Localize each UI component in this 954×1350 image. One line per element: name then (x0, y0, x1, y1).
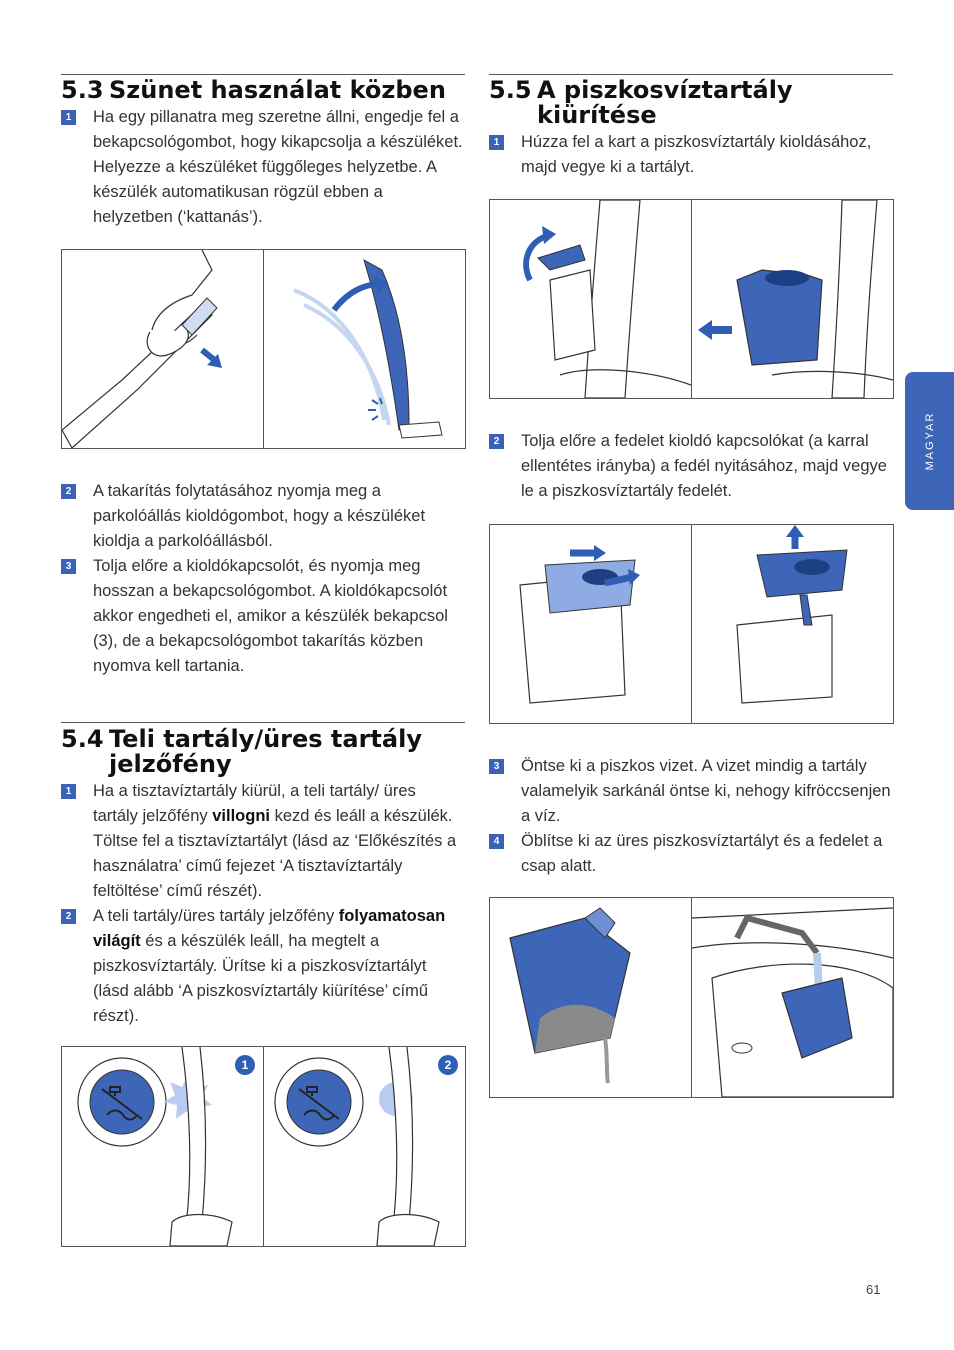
illustration-rinse-under-tap (692, 907, 893, 1097)
figure-panel-remove-tank (691, 200, 893, 398)
step-text: Öblítse ki az üres piszkosvíztartályt és… (521, 832, 883, 875)
figure-panel-upright (263, 250, 465, 448)
section-title-line-2: kiürítése (537, 101, 657, 129)
section-5-4-heading: 5.4 Teli tartály/üres tartály jelzőfény (61, 727, 465, 777)
step-text: A teli tartály/üres tartály jelzőfény fo… (93, 907, 446, 1025)
step-number-badge: 2 (489, 434, 504, 449)
illustration-hand-on-handle (62, 250, 222, 448)
section-title-line-2: jelzőfény (109, 750, 232, 778)
illustration-slide-lid-release (519, 545, 640, 704)
figure-panel-steady-light: 2 (263, 1047, 465, 1246)
figure-panel-pour-water (490, 898, 691, 1097)
step-number-badge: 1 (61, 110, 76, 125)
figure-panel-rinse-tap (691, 898, 893, 1097)
section-number: 5.3 (61, 76, 104, 104)
step-number-badge: 1 (61, 784, 76, 799)
step-number-badge: 4 (489, 834, 504, 849)
step-item: 2 A takarítás folytatásához nyomja meg a… (61, 479, 465, 554)
figure-5-3 (61, 249, 466, 449)
section-5-4: 5.4 Teli tartály/üres tartály jelzőfény … (61, 727, 465, 1029)
section-5-5-rule (489, 74, 893, 75)
figure-5-5-open-lid (489, 524, 894, 724)
section-5-3-heading: 5.3 Szünet használat közben (61, 78, 465, 103)
bold-term: folyamatosan világít (93, 907, 446, 950)
step-item: 3 Öntse ki a piszkos vizet. A vizet mind… (489, 754, 893, 829)
figure-panel-blinking-light: 1 (62, 1047, 263, 1246)
step-item: 2 Tolja előre a fedelet kioldó kapcsolók… (489, 429, 893, 504)
step-text: A takarítás folytatásához nyomja meg a p… (93, 482, 426, 550)
step-text: Tolja előre a fedelet kioldó kapcsolókat… (521, 432, 887, 500)
section-5-3-steps: 2 A takarítás folytatásához nyomja meg a… (61, 479, 465, 679)
figure-5-5-empty-rinse (489, 897, 894, 1098)
step-item: 1 Ha a tisztavíztartály kiürül, a teli t… (61, 779, 465, 904)
step-number-badge: 2 (61, 484, 76, 499)
section-5-4-rule (61, 722, 465, 723)
illustration-remove-tank (698, 200, 893, 398)
section-5-3-rule (61, 74, 465, 75)
illustration-pour-dirty-water (509, 907, 631, 1084)
figure-panel-slide-release (490, 525, 691, 723)
step-text: Öntse ki a piszkos vizet. A vizet mindig… (521, 757, 891, 825)
figure-number-badge: 1 (235, 1055, 255, 1075)
step-number-badge: 3 (61, 559, 76, 574)
section-5-5-heading: 5.5 A piszkosvíztartály kiürítése (489, 78, 893, 128)
figure-5-5-remove-tank (489, 199, 894, 399)
step-item: 1 Ha egy pillanatra meg szeretne állni, … (61, 105, 465, 230)
section-5-5-steps-3-4: 3 Öntse ki a piszkos vizet. A vizet mind… (489, 754, 893, 879)
step-number-badge: 3 (489, 759, 504, 774)
section-5-3: 5.3 Szünet használat közben 1 Ha egy pil… (61, 78, 465, 230)
step-text: Húzza fel a kart a piszkosvíztartály kio… (521, 133, 872, 176)
section-number: 5.4 (61, 725, 104, 753)
section-title-line-1: Teli tartály/üres tartály (109, 725, 422, 753)
bold-term: villogni (212, 807, 270, 825)
section-5-5-step-2: 2 Tolja előre a fedelet kioldó kapcsolók… (489, 429, 893, 504)
step-item: 4 Öblítse ki az üres piszkosvíztartályt … (489, 829, 893, 879)
step-text: Tolja előre a kioldókapcsolót, és nyomja… (93, 557, 448, 675)
section-title: Szünet használat közben (109, 76, 446, 104)
section-number: 5.5 (489, 76, 532, 104)
section-title-line-1: A piszkosvíztartály (537, 76, 793, 104)
figure-number-badge: 2 (438, 1055, 458, 1075)
figure-panel-pull-lever (490, 200, 691, 398)
illustration-device-upright-click (293, 258, 443, 439)
step-text: Ha egy pillanatra meg szeretne állni, en… (93, 108, 463, 226)
figure-5-4: 1 2 (61, 1046, 466, 1247)
illustration-tank-light-steady (274, 1047, 440, 1246)
figure-panel-lift-lid (691, 525, 893, 723)
language-tab-label: MAGYAR (923, 411, 936, 471)
step-item: 1 Húzza fel a kart a piszkosvíztartály k… (489, 130, 893, 180)
illustration-pull-lever (523, 200, 691, 398)
step-number-badge: 2 (61, 909, 76, 924)
step-item: 3 Tolja előre a kioldókapcsolót, és nyom… (61, 554, 465, 679)
illustration-lift-lid (736, 525, 848, 704)
section-5-5: 5.5 A piszkosvíztartály kiürítése 1 Húzz… (489, 78, 893, 180)
figure-panel-hand-release (62, 250, 263, 448)
step-number-badge: 1 (489, 135, 504, 150)
page-number: 61 (866, 1282, 881, 1297)
step-text: Ha a tisztavíztartály kiürül, a teli tar… (93, 782, 457, 900)
step-item: 2 A teli tartály/üres tartály jelzőfény … (61, 904, 465, 1029)
language-tab: MAGYAR (905, 372, 954, 510)
illustration-tank-light-blinking (77, 1047, 233, 1246)
